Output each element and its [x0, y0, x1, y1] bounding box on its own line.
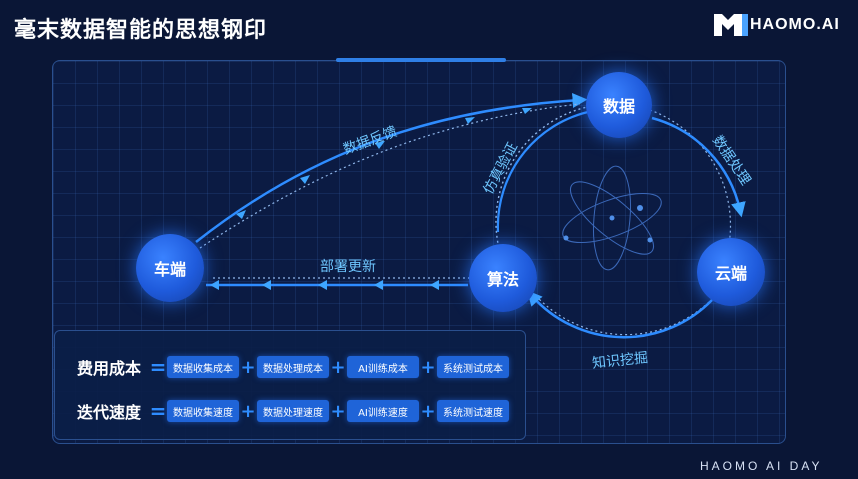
formula-term: AI训练速度 [347, 400, 419, 422]
formula-term: 数据处理速度 [257, 400, 329, 422]
formula-label: 费用成本 [77, 359, 142, 378]
page-title: 毫末数据智能的思想钢印 [14, 18, 268, 43]
haomo-logo-icon [714, 14, 748, 36]
footer-brand: HAOMO AI DAY [700, 459, 823, 473]
plus-icon: + [330, 356, 346, 378]
panel-tab-accent [336, 58, 506, 62]
plus-icon: + [240, 400, 256, 422]
formula-term: AI训练成本 [347, 356, 419, 378]
formula-term: 数据收集成本 [167, 356, 239, 378]
node-algorithm: 算法 [469, 244, 537, 312]
cycle-right-arc-upper [649, 109, 732, 251]
formula-row-speed: 迭代速度 = 数据收集速度 + 数据处理速度 + AI训练速度 + 系统测试速度 [77, 399, 509, 423]
arrow-algorithm-to-data [496, 104, 605, 233]
arrow-vehicle-to-data-dotted [199, 103, 581, 249]
plus-icon: + [420, 400, 436, 422]
node-cloud: 云端 [697, 238, 765, 306]
node-data: 数据 [586, 72, 652, 138]
plus-icon: + [420, 356, 436, 378]
formula-label: 迭代速度 [77, 403, 142, 422]
atom-icon [562, 165, 662, 271]
arrow-cloud-to-algorithm [527, 290, 713, 339]
formula-term: 数据收集速度 [167, 400, 239, 422]
label-deploy-update: 部署更新 [320, 259, 376, 275]
arrow-data-to-cloud [651, 116, 746, 218]
plus-icon: + [240, 356, 256, 378]
formula-row-cost: 费用成本 = 数据收集成本 + 数据处理成本 + AI训练成本 + 系统测试成本 [77, 355, 509, 379]
formula-term: 数据处理成本 [257, 356, 329, 378]
cycle-dotted-arc [495, 103, 619, 263]
brand-name: HAOMO.AI [750, 16, 840, 33]
formula-term: 系统测试速度 [437, 400, 509, 422]
formula-term: 系统测试成本 [437, 356, 509, 378]
plus-icon: + [330, 400, 346, 422]
formula-panel: 费用成本 = 数据收集成本 + 数据处理成本 + AI训练成本 + 系统测试成本… [54, 330, 526, 440]
feedback-arrowheads [236, 108, 532, 219]
arrow-vehicle-to-data [195, 92, 588, 243]
equals-sign: = [149, 355, 167, 379]
node-vehicle: 车端 [136, 234, 204, 302]
cycle-right-arc-lower [537, 294, 717, 336]
deploy-arrowheads [210, 280, 439, 290]
equals-sign: = [149, 399, 167, 423]
